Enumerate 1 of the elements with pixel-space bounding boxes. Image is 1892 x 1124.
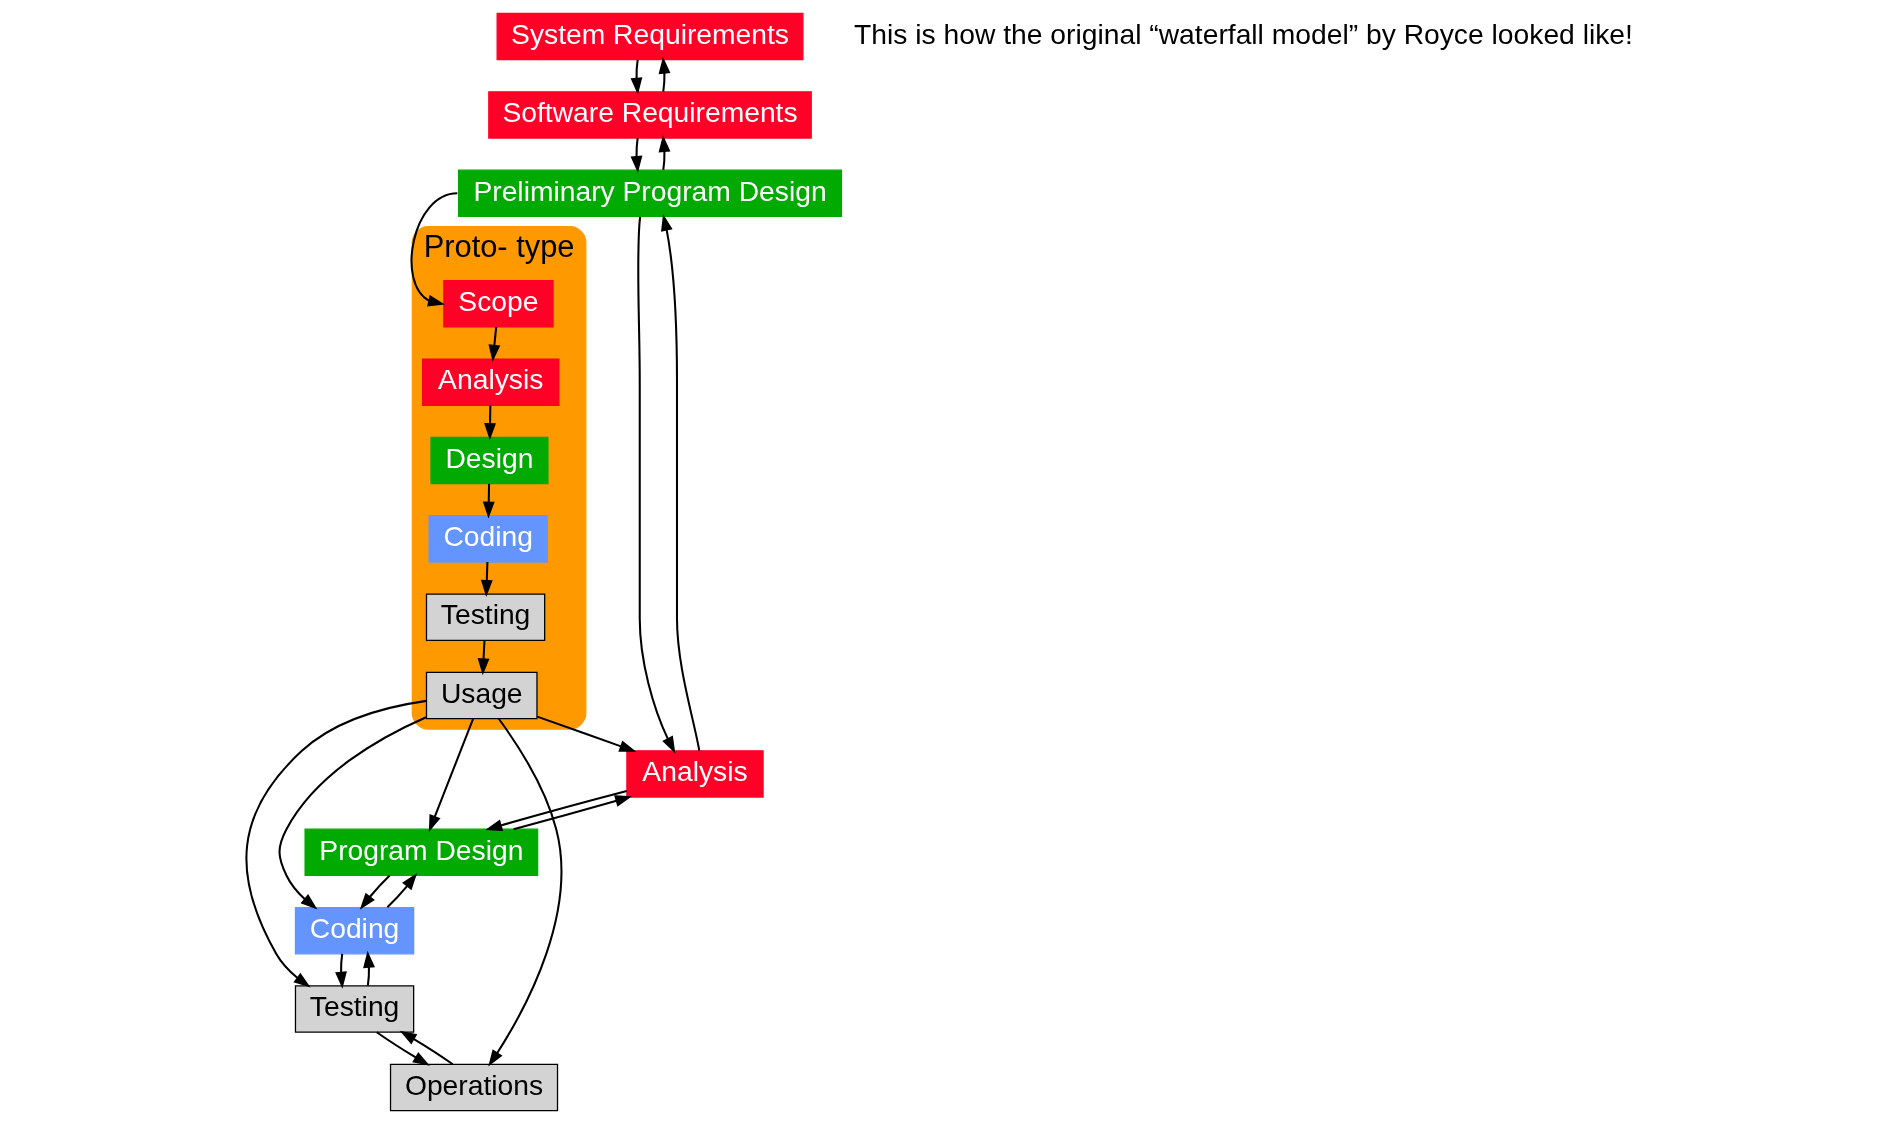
label: This is how the original “waterfall model” by Royce looked like!	[853, 17, 1633, 50]
